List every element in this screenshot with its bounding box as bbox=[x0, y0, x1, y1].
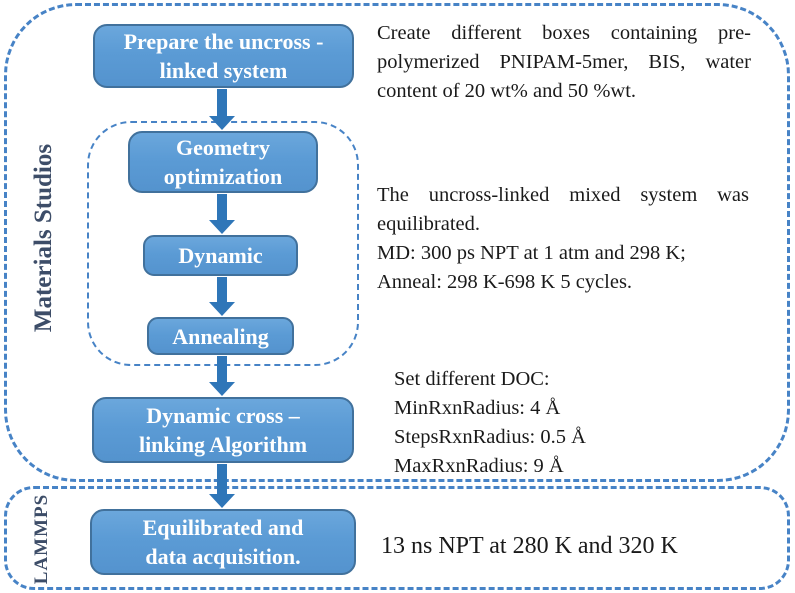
annotation-doc-settings-text: Set different DOC: MinRxnRadius: 4 Å Ste… bbox=[394, 368, 586, 477]
annotation-lammps-run: 13 ns NPT at 280 K and 320 K bbox=[381, 530, 741, 562]
flow-box-prepare-system-label: Prepare the uncross - linked system bbox=[123, 29, 324, 83]
flow-box-dynamic-label: Dynamic bbox=[178, 243, 263, 268]
flow-box-equilibrated-acquisition-label: Equilibrated and data acquisition. bbox=[142, 515, 304, 569]
flow-box-geometry-optimization-label: Geometry optimization bbox=[163, 135, 283, 189]
lammps-section-label: LAMMPS bbox=[31, 493, 52, 585]
flow-box-equilibrated-acquisition: Equilibrated and data acquisition. bbox=[90, 509, 356, 575]
lammps-section-outline bbox=[4, 486, 790, 590]
annotation-equilibration-summary: The uncross-linked mixed system was equi… bbox=[377, 184, 749, 235]
materials-studio-section-label: Materials Studios bbox=[30, 143, 57, 333]
annotation-doc-settings: Set different DOC: MinRxnRadius: 4 Å Ste… bbox=[394, 365, 714, 481]
annotation-equilibration: The uncross-linked mixed system was equi… bbox=[377, 181, 749, 297]
flow-box-geometry-optimization: Geometry optimization bbox=[128, 131, 318, 193]
flow-arrow-2-down-icon bbox=[209, 194, 235, 234]
flow-box-crosslinking-algorithm-label: Dynamic cross – linking Algorithm bbox=[138, 403, 308, 457]
flow-box-dynamic: Dynamic bbox=[143, 235, 298, 276]
flow-arrow-4-down-icon bbox=[209, 356, 235, 396]
flow-box-annealing-label: Annealing bbox=[172, 323, 269, 349]
flow-box-prepare-system: Prepare the uncross - linked system bbox=[93, 24, 354, 88]
flow-box-annealing: Annealing bbox=[147, 317, 294, 355]
annotation-lammps-run-text: 13 ns NPT at 280 K and 320 K bbox=[381, 533, 678, 559]
annotation-prepare-system: Create different boxes containing pre-po… bbox=[377, 19, 751, 106]
annotation-equilibration-details: MD: 300 ps NPT at 1 atm and 298 K; Annea… bbox=[377, 242, 686, 293]
flow-arrow-3-down-icon bbox=[209, 277, 235, 316]
materials-studio-section-outline bbox=[4, 3, 790, 482]
flow-box-crosslinking-algorithm: Dynamic cross – linking Algorithm bbox=[92, 397, 354, 463]
annotation-prepare-system-text: Create different boxes containing pre-po… bbox=[377, 22, 751, 102]
flow-arrow-1-down-icon bbox=[209, 89, 235, 130]
flow-arrow-5-down-icon bbox=[209, 464, 235, 508]
